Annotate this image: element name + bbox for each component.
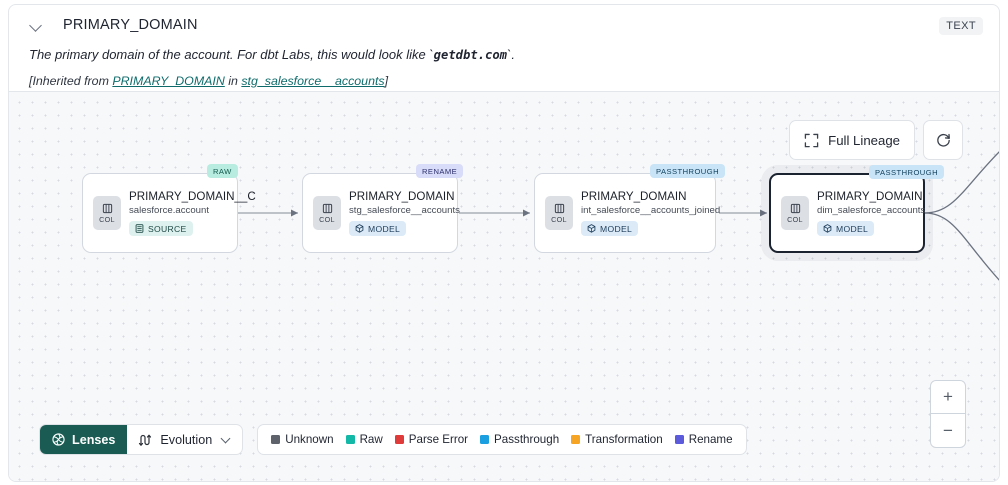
lenses-button[interactable]: Lenses bbox=[40, 425, 128, 454]
node-subtitle-1: stg_salesforce__accounts bbox=[349, 205, 460, 216]
node-tag-2: PASSTHROUGH bbox=[650, 164, 726, 178]
node-title-0: PRIMARY_DOMAIN__C bbox=[129, 190, 256, 203]
node-subtitle-3: dim_salesforce_accounts bbox=[817, 205, 926, 216]
card-header: PRIMARY_DOMAIN TEXT The primary domain o… bbox=[9, 5, 999, 91]
legend-label-passthrough: Passthrough bbox=[494, 433, 560, 446]
node-subtitle-2: int_salesforce__accounts_joined bbox=[581, 205, 721, 216]
inherited-from-note: [Inherited from PRIMARY_DOMAIN in stg_sa… bbox=[29, 74, 983, 88]
legend-item-unknown: Unknown bbox=[271, 433, 334, 446]
legend-swatch-parse-error bbox=[394, 435, 404, 444]
legend-swatch-unknown bbox=[271, 435, 281, 444]
legend-item-parse-error: Parse Error bbox=[394, 433, 469, 446]
column-detail-card: PRIMARY_DOMAIN TEXT The primary domain o… bbox=[8, 4, 1000, 482]
node-tag-1: RENAME bbox=[416, 164, 464, 178]
node-kind-badge-3: MODEL bbox=[817, 221, 875, 236]
lineage-node-3[interactable]: PASSTHROUGH COL PRIMARY_DOMAIN dim_sales… bbox=[769, 165, 945, 253]
legend-label-transformation: Transformation bbox=[585, 433, 663, 446]
full-lineage-button[interactable]: Full Lineage bbox=[789, 120, 915, 160]
lineage-node-0[interactable]: RAW COL PRIMARY_DOMAIN__C salesforce.acc… bbox=[82, 164, 256, 253]
zoom-controls: + − bbox=[930, 380, 966, 448]
page-title: PRIMARY_DOMAIN bbox=[63, 17, 198, 33]
column-badge-0: COL bbox=[93, 196, 121, 230]
edge-out-top bbox=[924, 151, 999, 214]
column-badge-1: COL bbox=[313, 196, 341, 230]
column-badge-label-0: COL bbox=[99, 214, 115, 224]
description-text-pre: The primary domain of the account. For d… bbox=[29, 47, 434, 62]
node-kind-label-3: MODEL bbox=[836, 223, 869, 234]
inherited-middle: in bbox=[224, 73, 242, 88]
chevron-down-icon bbox=[222, 435, 231, 444]
node-kind-label-2: MODEL bbox=[600, 223, 633, 234]
description-text-post: `. bbox=[507, 47, 515, 62]
legend-swatch-passthrough bbox=[480, 435, 490, 444]
cube-icon bbox=[587, 224, 596, 233]
cube-icon bbox=[355, 224, 364, 233]
lens-aperture-icon bbox=[52, 433, 65, 446]
type-badge: TEXT bbox=[939, 17, 983, 35]
legend-label-raw: Raw bbox=[359, 433, 383, 446]
inherited-column-link[interactable]: PRIMARY_DOMAIN bbox=[112, 73, 225, 88]
description-code: getdbt.com bbox=[433, 48, 508, 62]
column-badge-label-2: COL bbox=[551, 214, 567, 224]
column-description: The primary domain of the account. For d… bbox=[29, 46, 983, 64]
node-kind-badge-1: MODEL bbox=[349, 221, 407, 236]
lineage-canvas[interactable]: Full Lineage + − RAW CO bbox=[9, 91, 999, 481]
lineage-legend: Unknown Raw Parse Error Passthrough Tran… bbox=[257, 424, 747, 455]
legend-item-transformation: Transformation bbox=[571, 433, 663, 446]
node-kind-label-1: MODEL bbox=[368, 223, 401, 234]
legend-item-raw: Raw bbox=[345, 433, 383, 446]
database-icon bbox=[135, 224, 144, 233]
evolution-label: Evolution bbox=[160, 432, 213, 447]
canvas-controls: Full Lineage bbox=[789, 120, 963, 160]
lineage-node-2[interactable]: PASSTHROUGH COL PRIMARY_DOMAIN int_sales… bbox=[534, 164, 726, 253]
column-badge-label-1: COL bbox=[319, 214, 335, 224]
node-tag-0: RAW bbox=[207, 164, 238, 178]
full-lineage-label: Full Lineage bbox=[828, 132, 900, 148]
lenses-evolution-group: Lenses Evolution bbox=[39, 424, 244, 455]
legend-item-passthrough: Passthrough bbox=[480, 433, 559, 446]
lenses-label: Lenses bbox=[72, 432, 116, 447]
legend-swatch-raw bbox=[345, 435, 355, 444]
lineage-node-1[interactable]: RENAME COL PRIMARY_DOMAIN stg_salesforce… bbox=[302, 164, 464, 253]
edge-out-bottom bbox=[924, 212, 999, 281]
column-badge-3: COL bbox=[781, 196, 809, 230]
zoom-in-button[interactable]: + bbox=[931, 381, 965, 414]
column-icon bbox=[102, 203, 112, 213]
inherited-model-link[interactable]: stg_salesforce__accounts bbox=[241, 73, 385, 88]
column-icon bbox=[554, 203, 564, 213]
zoom-out-button[interactable]: − bbox=[943, 420, 953, 440]
inherited-prefix: [Inherited from bbox=[29, 73, 113, 88]
cube-icon bbox=[823, 224, 832, 233]
evolution-dropdown[interactable]: Evolution bbox=[127, 425, 242, 454]
node-tag-3: PASSTHROUGH bbox=[869, 165, 945, 179]
node-title-3: PRIMARY_DOMAIN bbox=[817, 190, 923, 203]
expand-corners-icon bbox=[804, 133, 819, 147]
lineage-edges bbox=[238, 151, 999, 281]
node-kind-badge-2: MODEL bbox=[581, 221, 639, 236]
node-title-1: PRIMARY_DOMAIN bbox=[349, 190, 455, 203]
evolution-arrows-icon bbox=[139, 434, 152, 446]
node-subtitle-0: salesforce.account bbox=[129, 205, 209, 216]
legend-label-unknown: Unknown bbox=[285, 433, 334, 446]
node-kind-badge-0: SOURCE bbox=[129, 221, 193, 236]
chevron-down-icon[interactable] bbox=[29, 18, 43, 32]
legend-item-rename: Rename bbox=[674, 433, 733, 446]
column-icon bbox=[790, 203, 800, 213]
legend-swatch-transformation bbox=[571, 435, 581, 444]
column-badge-2: COL bbox=[545, 196, 573, 230]
column-icon bbox=[322, 203, 332, 213]
column-badge-label-3: COL bbox=[787, 214, 803, 224]
legend-label-rename: Rename bbox=[688, 433, 733, 446]
refresh-button[interactable] bbox=[923, 120, 963, 160]
legend-swatch-rename bbox=[674, 435, 684, 444]
node-title-2: PRIMARY_DOMAIN bbox=[581, 190, 687, 203]
canvas-bottom-bar: Lenses Evolution Unknown bbox=[39, 424, 747, 455]
legend-label-parse-error: Parse Error bbox=[408, 433, 469, 446]
inherited-suffix: ] bbox=[384, 73, 389, 88]
refresh-icon bbox=[936, 133, 950, 147]
node-kind-label-0: SOURCE bbox=[148, 223, 187, 234]
